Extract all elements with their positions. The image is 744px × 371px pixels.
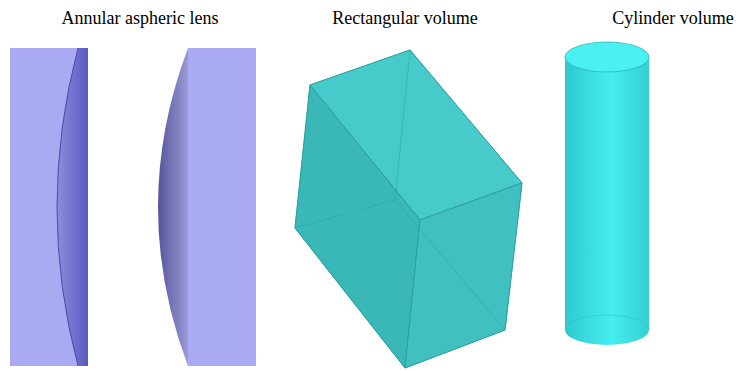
figure-heading: Rectangular volume — [332, 9, 477, 29]
concave-lens — [10, 48, 88, 366]
cylinder-volume — [565, 42, 649, 345]
convex-lens — [158, 48, 256, 366]
figure-heading: Cylinder volume — [612, 9, 733, 29]
figure-heading: Annular aspheric lens — [62, 9, 219, 29]
rectangular-volume — [295, 50, 522, 368]
